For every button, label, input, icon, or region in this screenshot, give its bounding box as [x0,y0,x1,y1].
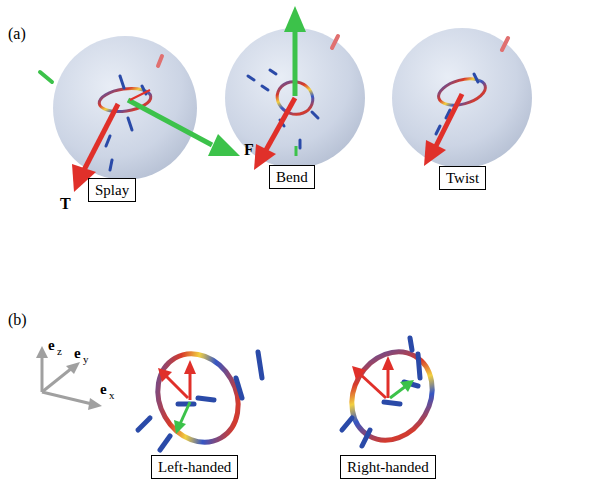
label-box: Splay [88,178,136,202]
box-label: Twist [446,169,479,187]
label-box: Left-handed [151,455,238,479]
box-label: Left-handed [158,458,231,476]
vector-arrows [158,356,414,434]
box-label: Right-handed [347,458,429,476]
subscript: y [83,354,89,365]
director-rods [138,338,420,450]
basis-vector: e [100,382,107,397]
label-box: Bend [269,165,315,189]
label-box: Twist [439,166,486,190]
panel-label: (b) [8,312,27,328]
box-label: Bend [276,168,308,186]
panel-label: (a) [8,26,26,42]
sphere [225,28,365,168]
sphere [392,28,532,168]
subscript: x [109,390,115,401]
subscript: z [57,346,62,357]
box-label: Splay [95,181,129,199]
vector-arrows [72,6,462,192]
ribbon [142,337,448,457]
vector-label: T [60,196,71,212]
basis-vector: e [74,346,81,361]
basis-vector: e [48,338,55,353]
vector-label: F [244,142,254,158]
director-rods [106,70,478,170]
sphere [53,36,197,180]
label-box: Right-handed [340,455,436,479]
